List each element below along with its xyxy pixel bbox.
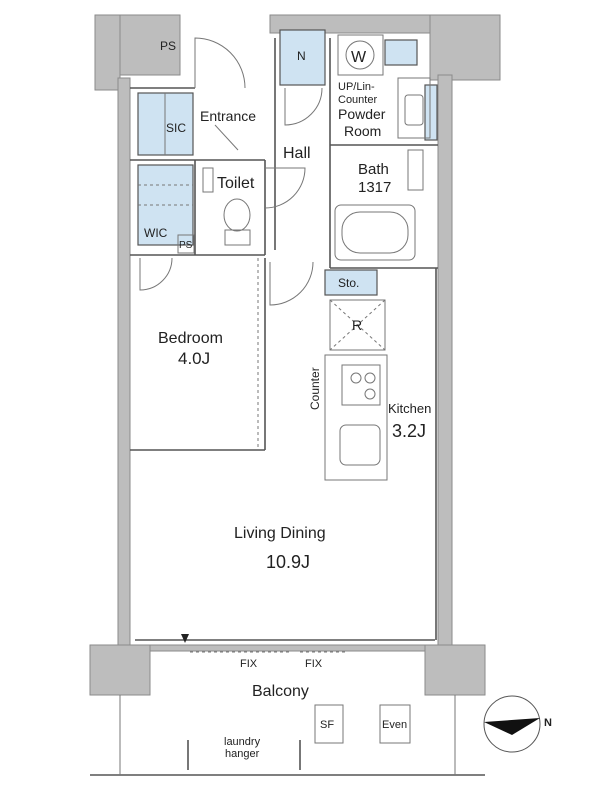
bathtub-inner bbox=[341, 211, 409, 254]
kitchen-counter bbox=[324, 354, 388, 481]
label-entrance: Entrance bbox=[200, 108, 256, 124]
compass-needle bbox=[484, 718, 540, 735]
bath-shower-panel bbox=[407, 149, 424, 191]
lin-counter-box bbox=[384, 39, 418, 66]
top-left-column bbox=[94, 14, 121, 91]
label-compass-n: N bbox=[544, 717, 552, 729]
label-fix-right: FIX bbox=[305, 658, 323, 670]
entrance-door-swing bbox=[194, 37, 246, 89]
label-bedroom-size: 4.0J bbox=[178, 349, 210, 368]
label-sic: SIC bbox=[166, 121, 186, 135]
powder-sink-bowl bbox=[404, 94, 424, 126]
powder-sink bbox=[397, 77, 431, 139]
toilet-paper-holder bbox=[202, 167, 214, 193]
label-n: N bbox=[297, 49, 306, 63]
label-laundry-1: laundry bbox=[224, 736, 261, 748]
label-room: Room bbox=[344, 123, 381, 139]
powder-sink-counter bbox=[397, 77, 431, 139]
label-sto: Sto. bbox=[338, 276, 359, 290]
burner-3 bbox=[364, 388, 376, 400]
toilet-bowl bbox=[223, 198, 251, 232]
living-door-swing bbox=[269, 261, 314, 306]
sto-closet bbox=[324, 269, 378, 296]
washer-drum bbox=[345, 40, 375, 70]
burner-1 bbox=[350, 372, 362, 384]
powder-mirror bbox=[424, 84, 438, 141]
compass-ring bbox=[483, 695, 541, 753]
toilet-tank bbox=[224, 229, 251, 246]
left-wall bbox=[117, 77, 131, 649]
label-bedroom: Bedroom bbox=[158, 330, 223, 347]
window-sill bbox=[149, 644, 426, 652]
toilet-door-swing bbox=[264, 167, 306, 209]
entry-marker bbox=[181, 634, 189, 643]
label-powder: Powder bbox=[338, 106, 386, 122]
bathtub bbox=[334, 149, 424, 261]
label-laundry-2: hanger bbox=[225, 748, 260, 760]
doors bbox=[139, 37, 323, 306]
label-counter-line: Counter bbox=[338, 94, 377, 106]
compass bbox=[483, 695, 541, 753]
entrance-step-line bbox=[214, 124, 239, 151]
label-kitchen: Kitchen bbox=[388, 401, 431, 416]
bottom-right-column bbox=[424, 644, 486, 696]
labels: PS Entrance SIC N W UP/Lin- Counter Powd… bbox=[144, 39, 552, 760]
n-closet bbox=[279, 29, 326, 86]
label-hall: Hall bbox=[283, 145, 311, 162]
fridge-space bbox=[329, 299, 386, 351]
label-wic: WIC bbox=[144, 226, 168, 240]
washer-box bbox=[337, 34, 384, 76]
ps-small-box bbox=[177, 234, 195, 254]
label-bath: Bath bbox=[358, 161, 389, 178]
label-living-dining-size: 10.9J bbox=[266, 552, 310, 572]
outer-walls bbox=[89, 14, 501, 696]
label-ps-top: PS bbox=[160, 39, 176, 53]
balcony-fixtures bbox=[90, 634, 485, 776]
kitchen-sink bbox=[339, 424, 381, 466]
top-right-column bbox=[429, 14, 501, 81]
stove bbox=[341, 364, 381, 406]
label-r: R bbox=[352, 317, 362, 333]
bathtub-outer bbox=[334, 204, 416, 261]
bottom-left-column bbox=[89, 644, 151, 696]
label-living-dining: Living Dining bbox=[234, 525, 326, 542]
fridge-cross-2 bbox=[329, 299, 386, 351]
label-balcony: Balcony bbox=[252, 683, 309, 700]
label-sf: SF bbox=[320, 719, 334, 731]
washer bbox=[337, 34, 384, 76]
hall-door-swing bbox=[284, 87, 323, 126]
label-ps-small: PS bbox=[179, 240, 193, 251]
label-counter-vertical: Counter bbox=[308, 367, 322, 410]
label-toilet: Toilet bbox=[217, 175, 255, 192]
wic-door-swing bbox=[139, 257, 173, 291]
burner-2 bbox=[364, 372, 376, 384]
label-even: Even bbox=[382, 719, 407, 731]
right-wall bbox=[437, 74, 453, 651]
toilet-fixture bbox=[202, 167, 251, 246]
label-bath-size: 1317 bbox=[358, 179, 391, 196]
sf-box bbox=[314, 704, 344, 744]
wic-shelf bbox=[137, 164, 194, 246]
label-up-lin: UP/Lin- bbox=[338, 81, 375, 93]
label-w: W bbox=[351, 49, 367, 66]
kitchen-fixtures bbox=[324, 268, 437, 640]
storage-fixtures bbox=[137, 29, 438, 296]
label-kitchen-size: 3.2J bbox=[392, 421, 426, 441]
even-box bbox=[379, 704, 411, 744]
label-fix-left: FIX bbox=[240, 658, 258, 670]
